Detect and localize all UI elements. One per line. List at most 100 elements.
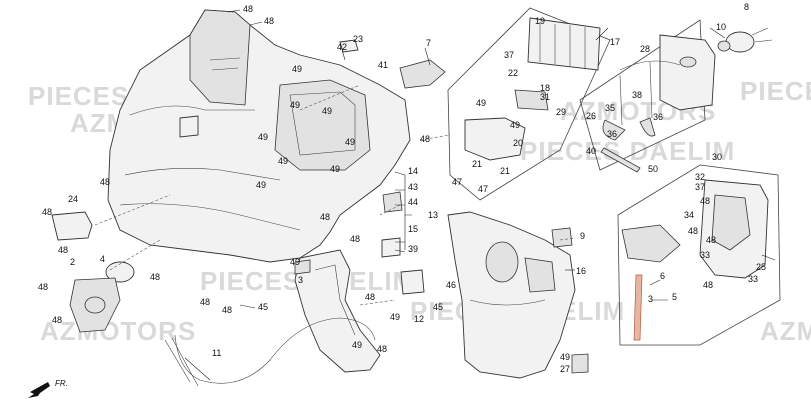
callout: 26: [586, 111, 596, 121]
assembly-lines: [94, 84, 576, 306]
callout: 9: [580, 231, 585, 241]
callout: 36: [653, 112, 663, 122]
callout: 28: [640, 44, 650, 54]
callout: 18: [540, 83, 550, 93]
callout: 48: [222, 305, 232, 315]
callout: 49: [258, 132, 268, 142]
callout: 32: [695, 172, 705, 182]
rod-part: [600, 147, 641, 173]
callout: 17: [610, 37, 620, 47]
callout: 5: [672, 292, 677, 302]
callout: 49: [560, 352, 570, 362]
callout: 25: [756, 262, 766, 272]
callout: 22: [508, 68, 518, 78]
callout: 49: [256, 180, 266, 190]
key-lock-part: [717, 27, 773, 53]
callout: 40: [586, 146, 596, 156]
bracket-part: [51, 211, 135, 333]
lock-mechanism-part: [621, 179, 769, 341]
callout: 48: [200, 297, 210, 307]
callout: 47: [478, 184, 488, 194]
callout: 49: [345, 137, 355, 147]
detail-box-lock: [617, 164, 781, 346]
callout: 42: [337, 42, 347, 52]
front-direction-indicator: FR.: [28, 379, 68, 398]
callout: 20: [513, 138, 523, 148]
callout: 3: [298, 275, 303, 285]
callout: 48: [100, 177, 110, 187]
callout: 48: [706, 235, 716, 245]
callout: 48: [52, 315, 62, 325]
callout: 21: [472, 159, 482, 169]
callout: 48: [350, 234, 360, 244]
hook-assembly-part: [464, 17, 601, 161]
callout: 27: [560, 364, 570, 374]
callout: 39: [408, 244, 418, 254]
callout: 4: [100, 254, 105, 264]
callout: 41: [378, 60, 388, 70]
callout: 30: [712, 152, 722, 162]
small-parts: [294, 39, 589, 374]
callout: 49: [476, 98, 486, 108]
callout: 7: [426, 38, 431, 48]
callout: 48: [150, 272, 160, 282]
callout: 49: [278, 156, 288, 166]
watermark-line2: AZMOTORS: [40, 316, 196, 346]
callout: 49: [290, 100, 300, 110]
callout: 49: [292, 64, 302, 74]
front-arrow-icon: [28, 382, 50, 398]
callout: 37: [504, 50, 514, 60]
callout: 6: [660, 271, 665, 281]
callout-labels: 48 48 42 23 41 49 7 49 49 49 48 49 49 49…: [38, 2, 766, 374]
callout: 44: [408, 197, 418, 207]
callout: 48: [320, 212, 330, 222]
callout: 48: [42, 207, 52, 217]
callout: 48: [365, 292, 375, 302]
callout: 31: [540, 92, 550, 102]
callout: 48: [420, 134, 430, 144]
cable-sheath: [164, 337, 199, 387]
callout: 15: [408, 224, 418, 234]
callout: 21: [500, 166, 510, 176]
rack-part: [602, 34, 716, 141]
callout: 38: [632, 90, 642, 100]
callout: 49: [390, 312, 400, 322]
callout: 47: [452, 177, 462, 187]
callout: 48: [243, 4, 253, 14]
callout: 50: [648, 164, 658, 174]
detail-box-hook: [447, 7, 611, 201]
callout: 35: [605, 103, 615, 113]
callout: 33: [700, 250, 710, 260]
lower-cover-part: [294, 249, 381, 373]
callout: 14: [408, 166, 418, 176]
callout: 34: [684, 210, 694, 220]
callout: 48: [58, 245, 68, 255]
callout: 45: [433, 302, 443, 312]
callout: 48: [688, 226, 698, 236]
callout: 45: [258, 302, 268, 312]
callout: 19: [535, 16, 545, 26]
callout: 49: [352, 340, 362, 350]
callout: 12: [414, 314, 424, 324]
callout: 46: [446, 280, 456, 290]
callout: 48: [377, 344, 387, 354]
callout: 29: [556, 107, 566, 117]
watermark-line2: AZMOTORS: [760, 316, 811, 346]
callout: 3: [648, 294, 653, 304]
callout: 48: [264, 16, 274, 26]
callout: 49: [330, 164, 340, 174]
front-panel-part: [447, 211, 576, 379]
watermark-line1: PIECES DAELIM: [740, 76, 811, 106]
callout: 24: [68, 194, 78, 204]
callout: 49: [290, 257, 300, 267]
callout: 48: [700, 196, 710, 206]
leader-lines: [184, 9, 776, 381]
callout: 49: [322, 106, 332, 116]
callout: 11: [212, 348, 221, 358]
callout: 10: [716, 22, 726, 32]
callout: 16: [576, 266, 586, 276]
callout: 23: [353, 34, 363, 44]
callout: 8: [744, 2, 749, 12]
